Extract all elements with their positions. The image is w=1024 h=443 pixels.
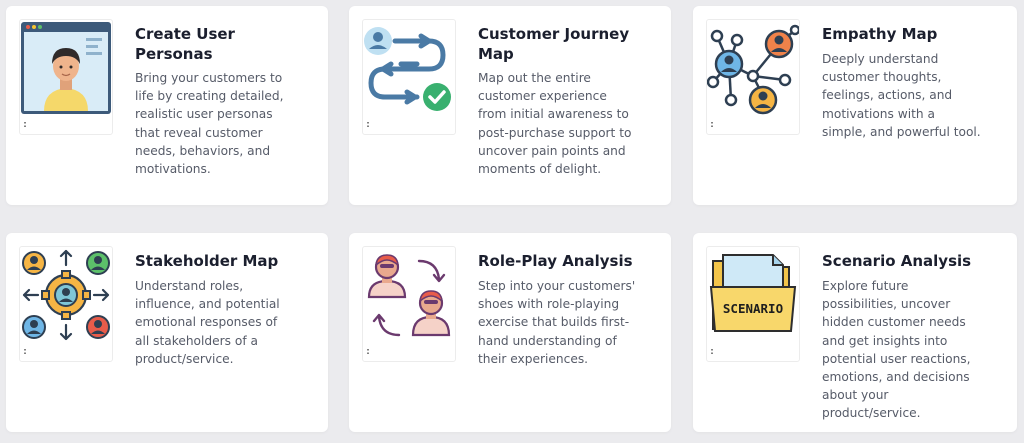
icon-caption: : <box>709 119 716 130</box>
journey-map-icon: : <box>362 19 456 135</box>
role-play-icon: : <box>362 246 456 362</box>
card-title: Role-Play Analysis <box>478 252 633 270</box>
icon-caption: : <box>22 119 29 130</box>
card-empathy-map[interactable]: : Empathy Map Deeply understand customer… <box>693 6 1017 205</box>
card-create-user-personas[interactable]: : Create User Personas Bring your custom… <box>6 6 328 205</box>
card-title: Customer Journey Map <box>478 25 630 63</box>
empathy-network-icon: : <box>706 19 800 135</box>
scenario-label: SCENARIO <box>723 301 783 316</box>
icon-caption: : <box>365 346 372 357</box>
card-title: Create User Personas <box>135 25 235 63</box>
card-description: Map out the entire customer experience f… <box>478 71 632 177</box>
stakeholder-gear-icon: : <box>19 246 113 362</box>
card-title: Stakeholder Map <box>135 252 279 270</box>
user-persona-icon: : <box>19 19 113 135</box>
card-title: Scenario Analysis <box>822 252 972 270</box>
card-description: Deeply understand customer thoughts, fee… <box>822 52 981 139</box>
card-description: Bring your customers to life by creating… <box>135 71 284 177</box>
card-title: Empathy Map <box>822 25 938 43</box>
card-stakeholder-map[interactable]: : Stakeholder Map Understand roles, infl… <box>6 233 328 432</box>
card-description: Explore future possibilities, uncover hi… <box>822 279 971 421</box>
card-description: Step into your customers' shoes with rol… <box>478 279 636 366</box>
card-customer-journey-map[interactable]: : Customer Journey Map Map out the entir… <box>349 6 671 205</box>
icon-caption: : <box>22 346 29 357</box>
scenario-folder-icon: SCENARIO : <box>706 246 800 362</box>
card-scenario-analysis[interactable]: SCENARIO : Scenario Analysis Explore fut… <box>693 233 1017 432</box>
card-description: Understand roles, influence, and potenti… <box>135 279 280 366</box>
card-role-play-analysis[interactable]: : Role-Play Analysis Step into your cust… <box>349 233 671 432</box>
icon-caption: : <box>709 346 716 357</box>
icon-caption: : <box>365 119 372 130</box>
